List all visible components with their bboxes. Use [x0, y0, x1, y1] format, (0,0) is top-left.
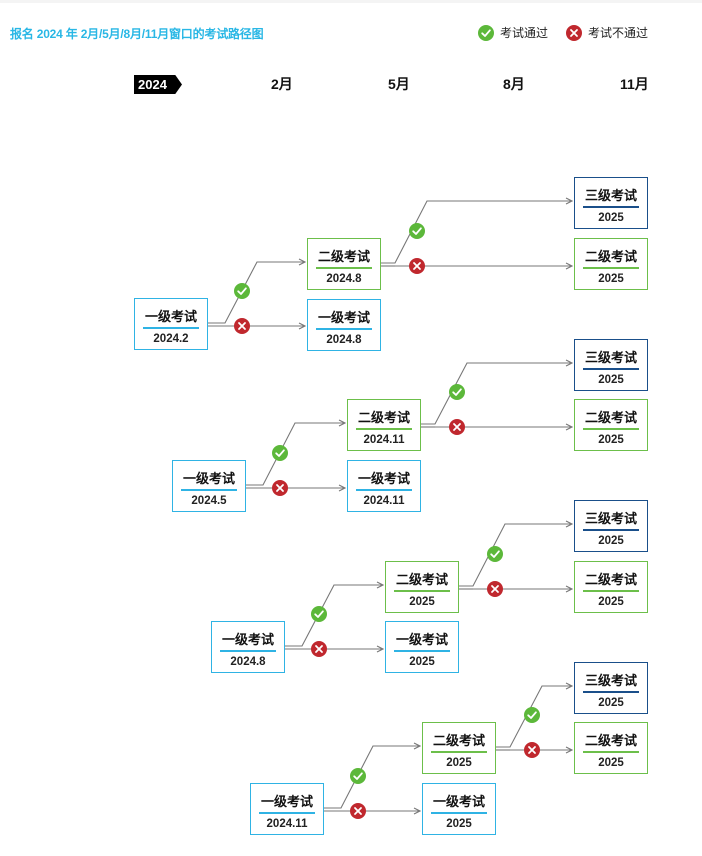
exam-box-date: 2025	[446, 818, 472, 830]
cross-circle-icon	[409, 258, 425, 274]
cross-circle-icon	[350, 803, 366, 819]
page-title: 报名 2024 年 2月/5月/8月/11月窗口的考试路径图	[10, 27, 264, 41]
exam-box-date: 2024.11	[363, 495, 405, 507]
exam-box-title: 二级考试	[431, 730, 487, 753]
exam-box-title: 二级考试	[316, 246, 372, 269]
timeline-month-feb: 2月	[271, 76, 293, 92]
exam-box-date: 2025	[598, 697, 624, 709]
exam-box-title: 二级考试	[583, 246, 639, 269]
top-divider	[0, 0, 702, 3]
timeline-year-tag: 2024	[134, 75, 182, 94]
check-circle-icon	[234, 283, 250, 299]
exam-box-date: 2024.11	[266, 818, 308, 830]
exam-box-level2: 二级考试 2024.11	[347, 399, 421, 451]
cross-circle-icon	[524, 742, 540, 758]
exam-box-level1-retake: 一级考试 2025	[422, 783, 496, 835]
timeline-month-may: 5月	[388, 76, 410, 92]
exam-box-level3: 三级考试 2025	[574, 339, 648, 391]
exam-box-title: 二级考试	[583, 730, 639, 753]
exam-box-date: 2025	[446, 757, 472, 769]
exam-box-date: 2025	[598, 374, 624, 386]
exam-box-level1-start: 一级考试 2024.11	[250, 783, 324, 835]
exam-box-date: 2024.5	[191, 495, 227, 507]
exam-box-level3: 三级考试 2025	[574, 500, 648, 552]
exam-box-level2-retake: 二级考试 2025	[574, 722, 648, 774]
exam-box-title: 一级考试	[394, 629, 450, 652]
exam-box-date: 2025	[598, 434, 624, 446]
exam-box-date: 2025	[598, 212, 624, 224]
exam-box-date: 2025	[598, 596, 624, 608]
exam-box-date: 2024.11	[363, 434, 405, 446]
pass-arrow	[246, 423, 345, 486]
timeline-month-nov: 11月	[620, 76, 649, 92]
check-circle-icon	[478, 24, 494, 41]
cross-circle-icon	[449, 419, 465, 435]
cross-circle-icon	[487, 581, 503, 597]
cross-circle-icon	[311, 641, 327, 657]
exam-box-level3: 三级考试 2025	[574, 177, 648, 229]
pass-arrow	[208, 262, 305, 324]
exam-box-date: 2024.2	[153, 333, 189, 345]
exam-box-level2-retake: 二级考试 2025	[574, 399, 648, 451]
legend-fail: 考试不通过	[566, 24, 648, 41]
exam-box-title: 二级考试	[583, 407, 639, 430]
exam-box-date: 2025	[598, 757, 624, 769]
pass-arrow	[285, 585, 383, 647]
exam-box-title: 一级考试	[259, 791, 315, 814]
exam-box-title: 一级考试	[220, 629, 276, 652]
check-circle-icon	[524, 707, 540, 723]
exam-box-level2-retake: 二级考试 2025	[574, 561, 648, 613]
legend-pass: 考试通过	[478, 24, 548, 41]
check-circle-icon	[350, 768, 366, 784]
exam-box-level1-retake: 一级考试 2024.8	[307, 299, 381, 351]
pass-arrow	[459, 524, 572, 587]
timeline-month-aug: 8月	[503, 76, 525, 92]
exam-box-level1-start: 一级考试 2024.5	[172, 460, 246, 512]
exam-box-title: 三级考试	[583, 508, 639, 531]
legend-pass-label: 考试通过	[500, 26, 549, 40]
exam-box-title: 二级考试	[394, 569, 450, 592]
exam-box-level3: 三级考试 2025	[574, 662, 648, 714]
exam-box-title: 二级考试	[583, 569, 639, 592]
check-circle-icon	[487, 546, 503, 562]
exam-box-date: 2025	[598, 535, 624, 547]
pass-arrow	[421, 363, 572, 425]
exam-box-title: 二级考试	[356, 407, 412, 430]
exam-box-date: 2025	[409, 596, 435, 608]
exam-box-date: 2025	[598, 273, 624, 285]
exam-box-level2: 二级考试 2024.8	[307, 238, 381, 290]
pass-arrow	[324, 746, 420, 809]
exam-box-title: 一级考试	[431, 791, 487, 814]
check-circle-icon	[409, 223, 425, 239]
exam-box-date: 2024.8	[326, 334, 362, 346]
exam-box-title: 一级考试	[181, 468, 237, 491]
cross-circle-icon	[234, 318, 250, 334]
exam-box-title: 三级考试	[583, 347, 639, 370]
exam-box-title: 一级考试	[356, 468, 412, 491]
exam-box-level1-start: 一级考试 2024.8	[211, 621, 285, 673]
exam-box-title: 三级考试	[583, 670, 639, 693]
exam-box-title: 一级考试	[143, 306, 199, 329]
check-circle-icon	[272, 445, 288, 461]
exam-box-level1-start: 一级考试 2024.2	[134, 298, 208, 350]
check-circle-icon	[449, 384, 465, 400]
exam-box-level1-retake: 一级考试 2024.11	[347, 460, 421, 512]
check-circle-icon	[311, 606, 327, 622]
exam-box-level1-retake: 一级考试 2025	[385, 621, 459, 673]
exam-box-level2: 二级考试 2025	[422, 722, 496, 774]
exam-box-date: 2024.8	[326, 273, 362, 285]
exam-box-level2: 二级考试 2025	[385, 561, 459, 613]
exam-box-title: 一级考试	[316, 307, 372, 330]
cross-circle-icon	[272, 480, 288, 496]
legend-fail-label: 考试不通过	[588, 26, 649, 40]
exam-box-date: 2025	[409, 656, 435, 668]
exam-box-level2-retake: 二级考试 2025	[574, 238, 648, 290]
exam-box-date: 2024.8	[230, 656, 266, 668]
exam-box-title: 三级考试	[583, 185, 639, 208]
cross-circle-icon	[566, 24, 582, 41]
